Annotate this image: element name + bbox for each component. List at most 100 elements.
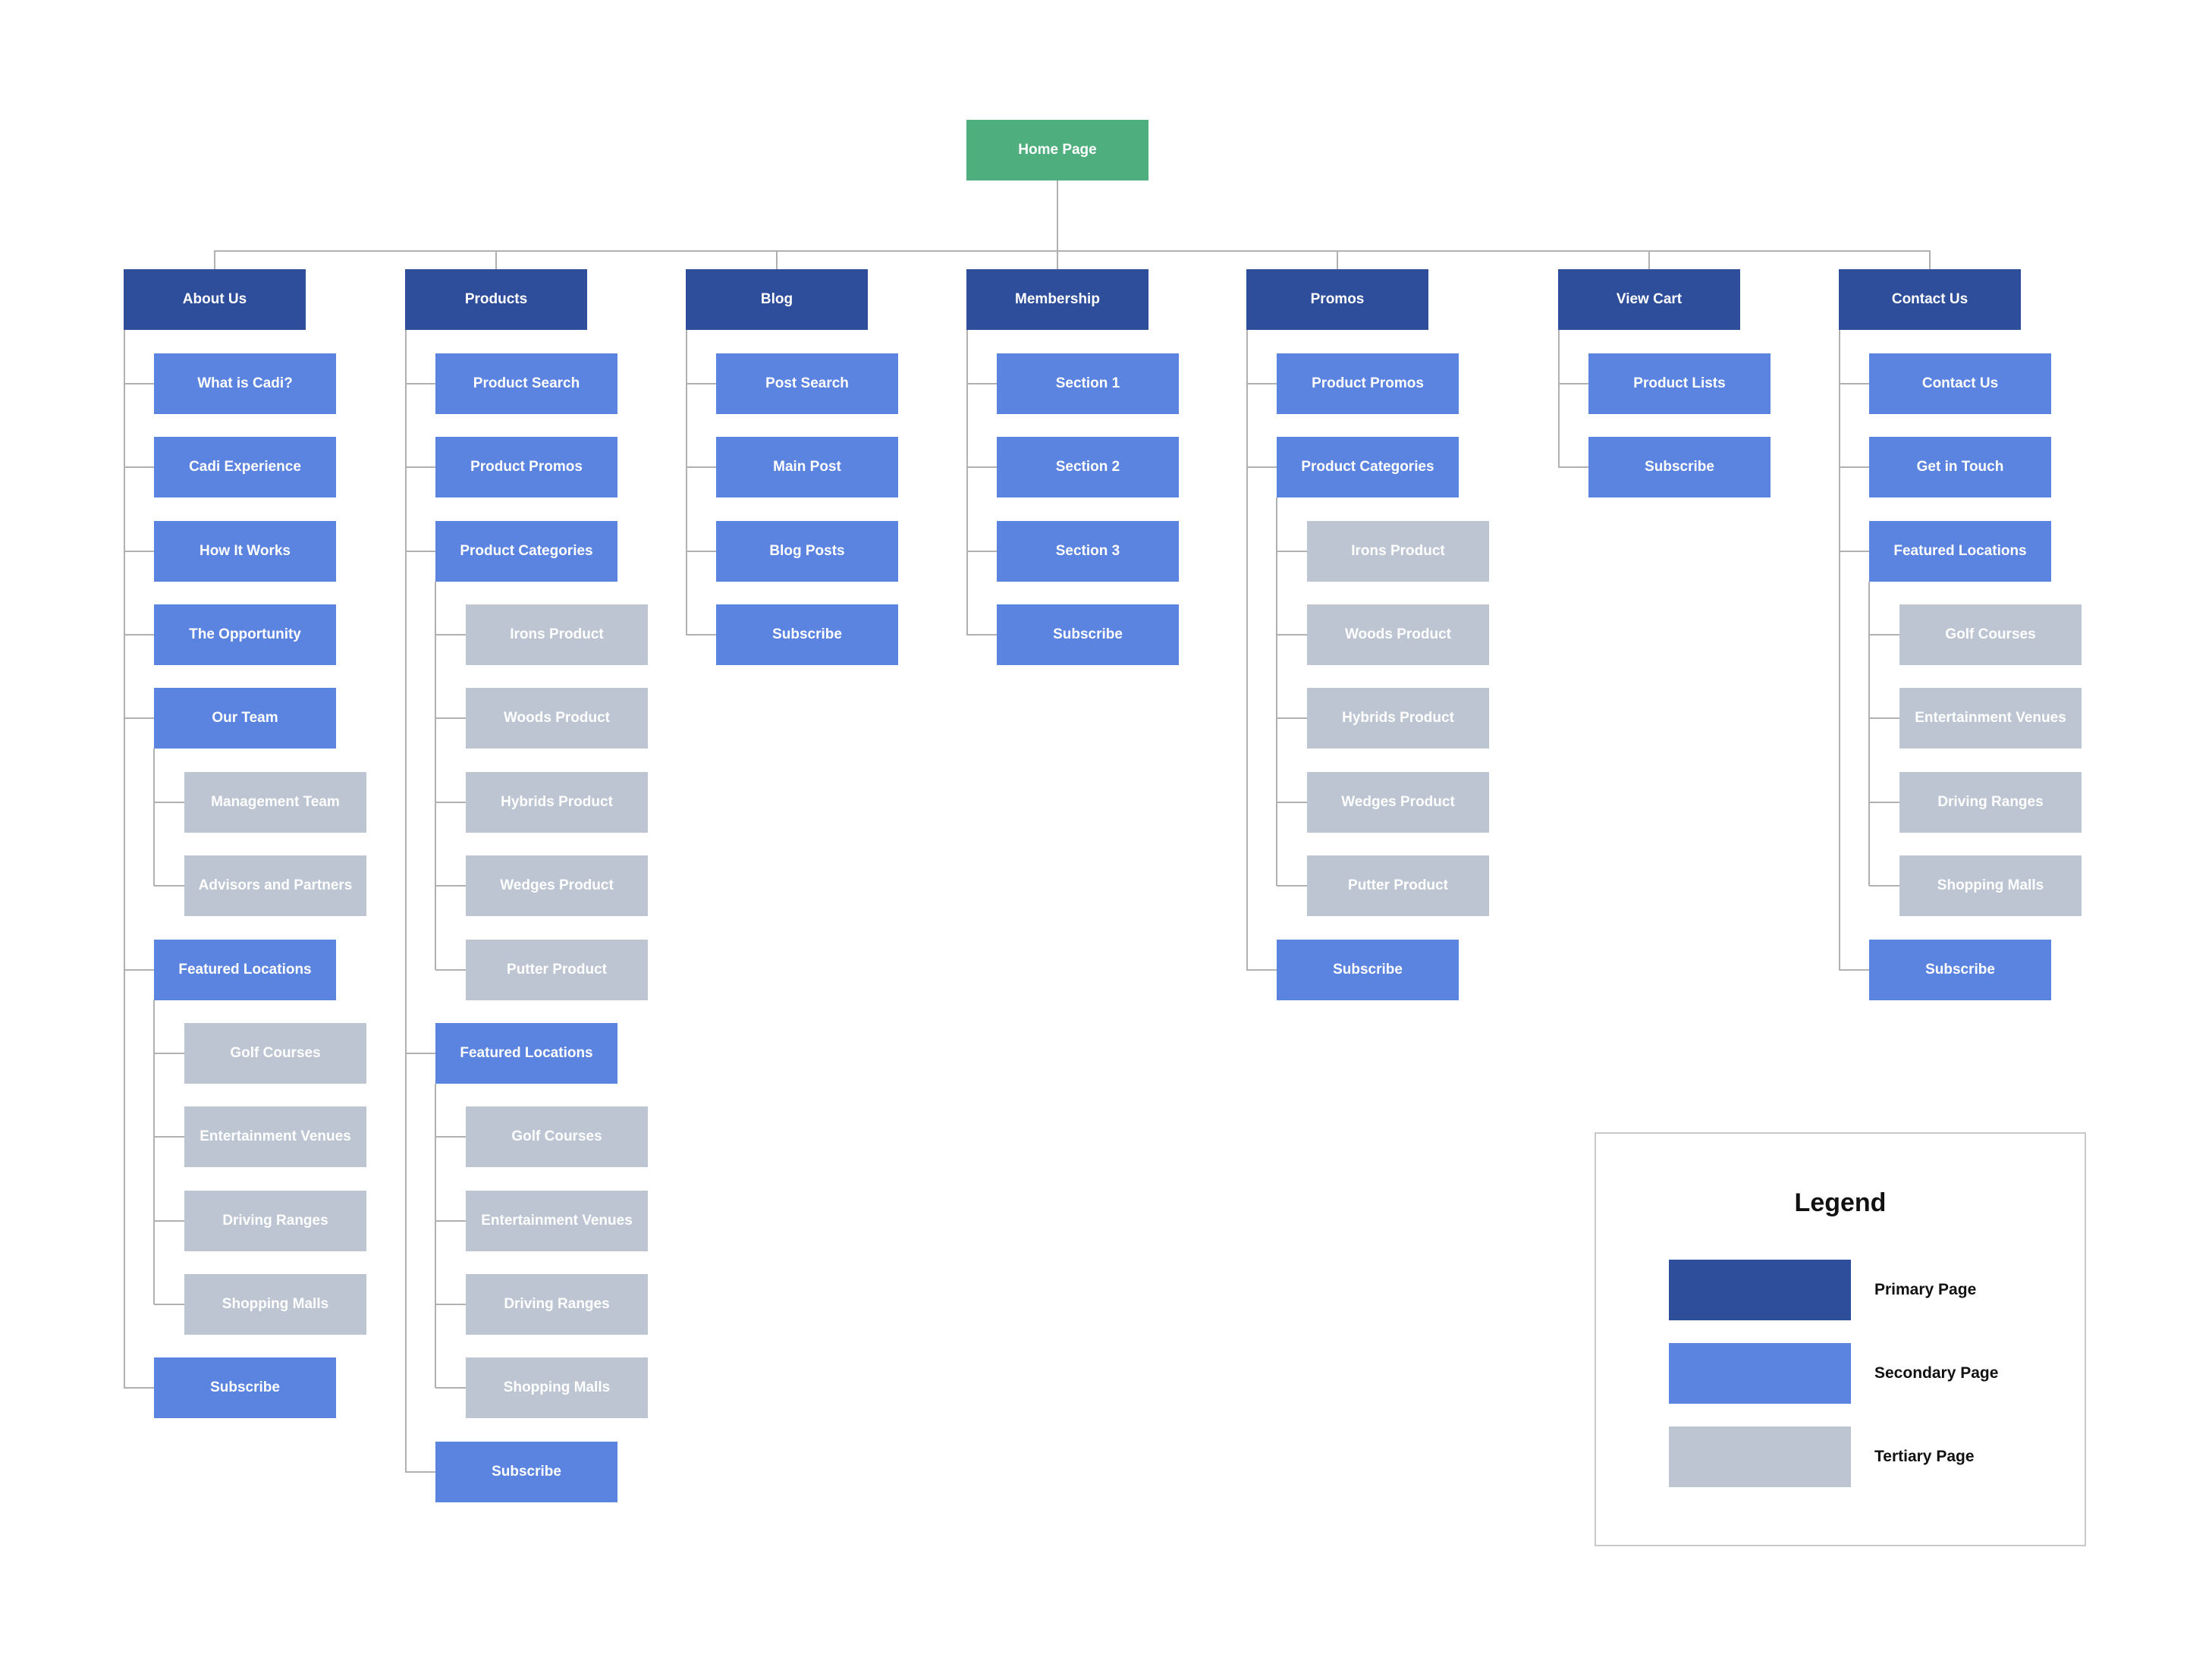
tree-connector-line [435,885,466,887]
tree-connector-line [1057,180,1058,252]
tree-connector-line [214,250,1931,252]
tree-connector-line [1276,497,1277,886]
sitemap-node: Hybrids Product [1307,688,1489,749]
tree-connector-line [1277,634,1307,636]
tree-connector-line [1277,802,1307,803]
sitemap-node: Shopping Malls [1899,855,2082,916]
sitemap-node: Woods Product [1307,604,1489,665]
sitemap-node: Driving Ranges [466,1274,648,1335]
sitemap-node: Section 1 [997,353,1179,414]
sitemap-node: Product Promos [435,437,617,497]
tree-connector-line [435,582,436,970]
home-page-node: Home Page [966,120,1148,180]
tree-connector-line [1839,466,1869,468]
sitemap-node: Contact Us [1869,353,2051,414]
tree-connector-line [1246,969,1277,971]
tree-connector-line [1839,969,1869,971]
tree-connector-line [435,634,466,636]
tree-connector-line [124,330,125,1388]
tree-connector-line [1648,250,1650,269]
tree-connector-line [154,1304,184,1305]
tree-connector-line [1246,466,1277,468]
sitemap-node: Entertainment Venues [466,1191,648,1251]
tree-connector-line [124,466,154,468]
legend-item-label: Secondary Page [1874,1364,1999,1382]
tree-connector-line [686,383,716,384]
tree-connector-line [1558,383,1588,384]
tree-connector-line [405,1471,435,1473]
sitemap-node: Shopping Malls [184,1274,366,1335]
tree-connector-line [214,250,215,269]
tree-connector-line [154,1220,184,1222]
tree-connector-line [435,969,466,971]
sitemap-node: What is Cadi? [154,353,336,414]
sitemap-node: Shopping Malls [466,1357,648,1418]
legend-item: Tertiary Page [1596,1426,2085,1487]
sitemap-node: Irons Product [466,604,648,665]
column-header-node: Contact Us [1839,269,2021,330]
tree-connector-line [124,1387,154,1389]
sitemap-node: Management Team [184,772,366,833]
tree-connector-line [1839,551,1869,552]
tree-connector-line [435,802,466,803]
sitemap-node: Subscribe [997,604,1179,665]
sitemap-node: Putter Product [1307,855,1489,916]
tree-connector-line [435,1136,466,1138]
legend-item: Secondary Page [1596,1343,2085,1404]
sitemap-node: Subscribe [154,1357,336,1418]
column-header-node: View Cart [1558,269,1740,330]
sitemap-node: Section 2 [997,437,1179,497]
tree-connector-line [1869,802,1899,803]
tree-connector-line [1277,551,1307,552]
tree-connector-line [1869,634,1899,636]
tree-connector-line [435,717,466,719]
tree-connector-line [495,250,497,269]
sitemap-node: Section 3 [997,521,1179,582]
tree-connector-line [435,1084,436,1388]
tree-connector-line [154,1136,184,1138]
sitemap-node: Entertainment Venues [184,1106,366,1167]
sitemap-node: Get in Touch [1869,437,2051,497]
tree-connector-line [154,802,184,803]
tree-connector-line [776,250,778,269]
tree-connector-line [1839,383,1869,384]
tree-connector-line [686,330,687,635]
sitemap-node: Subscribe [716,604,898,665]
tree-connector-line [1869,885,1899,887]
sitemap-node: Woods Product [466,688,648,749]
sitemap-node: The Opportunity [154,604,336,665]
legend-item-label: Tertiary Page [1874,1448,1975,1465]
column-header-node: Blog [686,269,868,330]
tree-connector-line [1277,885,1307,887]
legend-swatch-tertiary [1669,1426,1851,1487]
sitemap-node: Cadi Experience [154,437,336,497]
sitemap-node: Product Lists [1588,353,1771,414]
sitemap-node: Driving Ranges [184,1191,366,1251]
sitemap-node: Wedges Product [1307,772,1489,833]
tree-connector-line [405,330,407,1472]
sitemap-node: Blog Posts [716,521,898,582]
tree-connector-line [1277,717,1307,719]
sitemap-node: Irons Product [1307,521,1489,582]
tree-connector-line [1246,383,1277,384]
legend-swatch-primary [1669,1260,1851,1320]
sitemap-node: Product Categories [435,521,617,582]
tree-connector-line [435,1304,466,1305]
sitemap-node: Golf Courses [1899,604,2082,665]
tree-connector-line [154,1053,184,1054]
tree-connector-line [405,383,435,384]
tree-connector-line [966,466,997,468]
tree-connector-line [124,551,154,552]
tree-connector-line [966,634,997,636]
tree-connector-line [686,634,716,636]
tree-connector-line [124,634,154,636]
sitemap-node: Featured Locations [154,940,336,1000]
column-header-node: Membership [966,269,1148,330]
tree-connector-line [966,383,997,384]
tree-connector-line [124,383,154,384]
sitemap-node: Our Team [154,688,336,749]
sitemap-node: Putter Product [466,940,648,1000]
tree-connector-line [966,551,997,552]
